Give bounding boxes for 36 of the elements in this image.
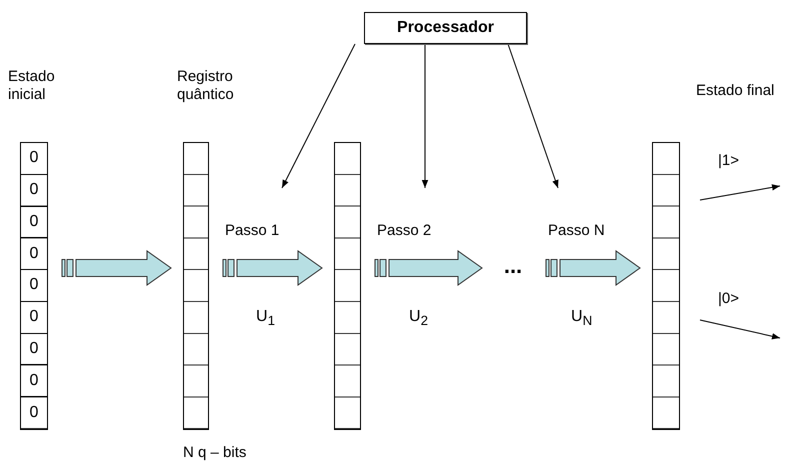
column-caption: Registro quântico	[177, 68, 235, 104]
register-cell: 0	[21, 334, 47, 366]
register-cell: 0	[21, 238, 47, 270]
register-column	[20, 142, 48, 430]
arrow	[700, 184, 780, 200]
block-arrow	[222, 250, 323, 286]
operator-label: U$_{N}$	[571, 308, 592, 330]
ellipsis-text: ...	[494, 254, 532, 278]
column-caption: Estado inicial	[8, 68, 56, 104]
column-caption: N q – bits	[183, 444, 248, 462]
register-column	[334, 142, 361, 430]
operator-label: U$_{1}$	[256, 308, 275, 330]
arrow	[282, 44, 356, 188]
block-arrow	[546, 250, 641, 286]
arrow	[422, 44, 428, 188]
step-label: Passo 1	[225, 222, 280, 240]
register-cell: 0	[21, 397, 47, 429]
block-arrow	[374, 250, 483, 286]
block-arrow	[62, 250, 172, 286]
column-caption: Estado final	[696, 82, 776, 100]
step-label: Passo 2	[377, 222, 432, 240]
register-column	[652, 142, 680, 430]
arrow	[508, 44, 558, 188]
register-cell: 0	[21, 143, 47, 175]
edge-label: |1>	[718, 152, 739, 170]
edge-label: |0>	[718, 290, 739, 308]
register-cell: 0	[21, 270, 47, 302]
arrow	[700, 320, 780, 340]
step-label: Passo N	[548, 222, 605, 240]
operator-label: U$_{2}$	[409, 308, 428, 330]
register-column	[183, 142, 209, 430]
register-cell: 0	[21, 206, 47, 238]
register-cell: 0	[21, 174, 47, 207]
register-cell: 0	[21, 302, 47, 334]
processor-box: Processador	[364, 12, 527, 44]
register-cell: 0	[21, 365, 47, 398]
